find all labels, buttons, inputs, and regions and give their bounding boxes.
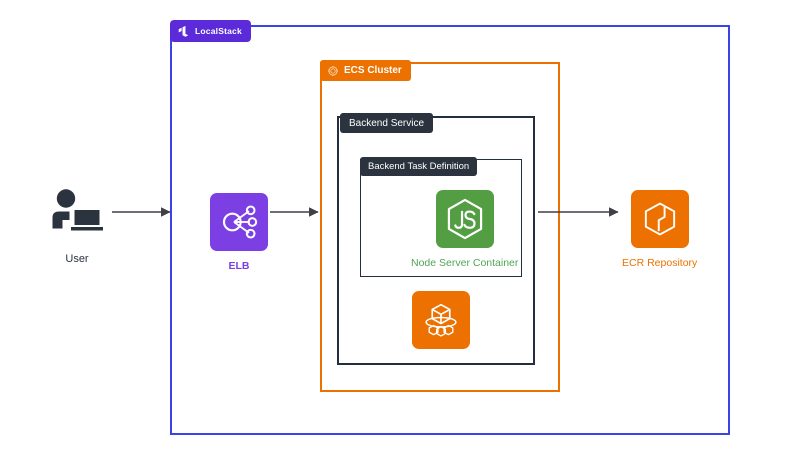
user-tile bbox=[48, 183, 106, 241]
localstack-badge[interactable]: LocalStack bbox=[170, 20, 251, 42]
node-ecr-repository-label: ECR Repository bbox=[622, 257, 698, 269]
node-node-server-container[interactable]: Node Server Container bbox=[411, 190, 518, 269]
backend-service-group bbox=[337, 116, 535, 365]
node-ecr-repository[interactable]: ECR Repository bbox=[622, 190, 697, 269]
ecs-container-cube-icon bbox=[425, 303, 457, 337]
localstack-logo-icon bbox=[178, 25, 189, 37]
node-server-container-label: Node Server Container bbox=[411, 257, 519, 269]
backend-task-definition-label-chip[interactable]: Backend Task Definition bbox=[360, 157, 478, 176]
node-ecs-task[interactable] bbox=[412, 291, 470, 349]
ecs-task-tile bbox=[412, 291, 470, 349]
ecs-cluster-group bbox=[320, 62, 560, 392]
user-at-laptop-icon bbox=[52, 189, 103, 231]
node-user-label: User bbox=[65, 253, 89, 265]
connector-elb-to-ecs-cluster bbox=[270, 207, 319, 217]
ecr-repository-cube-icon bbox=[644, 202, 675, 236]
backend-service-label-text: Backend Service bbox=[349, 117, 425, 129]
elb-load-balancer-icon bbox=[222, 205, 258, 239]
localstack-boundary bbox=[170, 25, 730, 435]
ecs-cluster-icon bbox=[328, 65, 338, 76]
elb-tile bbox=[210, 193, 268, 251]
backend-task-definition-label-text: Backend Task Definition bbox=[368, 161, 470, 172]
node-elb[interactable]: ELB bbox=[210, 193, 268, 272]
connector-user-to-elb bbox=[112, 207, 171, 217]
node-server-tile bbox=[435, 190, 494, 248]
backend-service-label-chip[interactable]: Backend Service bbox=[340, 113, 434, 133]
ecr-repository-tile bbox=[630, 190, 689, 248]
nodejs-js-hexagon-icon bbox=[447, 198, 482, 240]
connector-service-to-ecr bbox=[538, 207, 619, 217]
node-elb-label: ELB bbox=[228, 260, 250, 272]
ecs-cluster-label-chip[interactable]: ECS Cluster bbox=[320, 60, 411, 81]
localstack-badge-label: LocalStack bbox=[195, 26, 242, 36]
node-user[interactable]: User bbox=[48, 183, 106, 265]
ecs-cluster-label-text: ECS Cluster bbox=[344, 65, 402, 76]
